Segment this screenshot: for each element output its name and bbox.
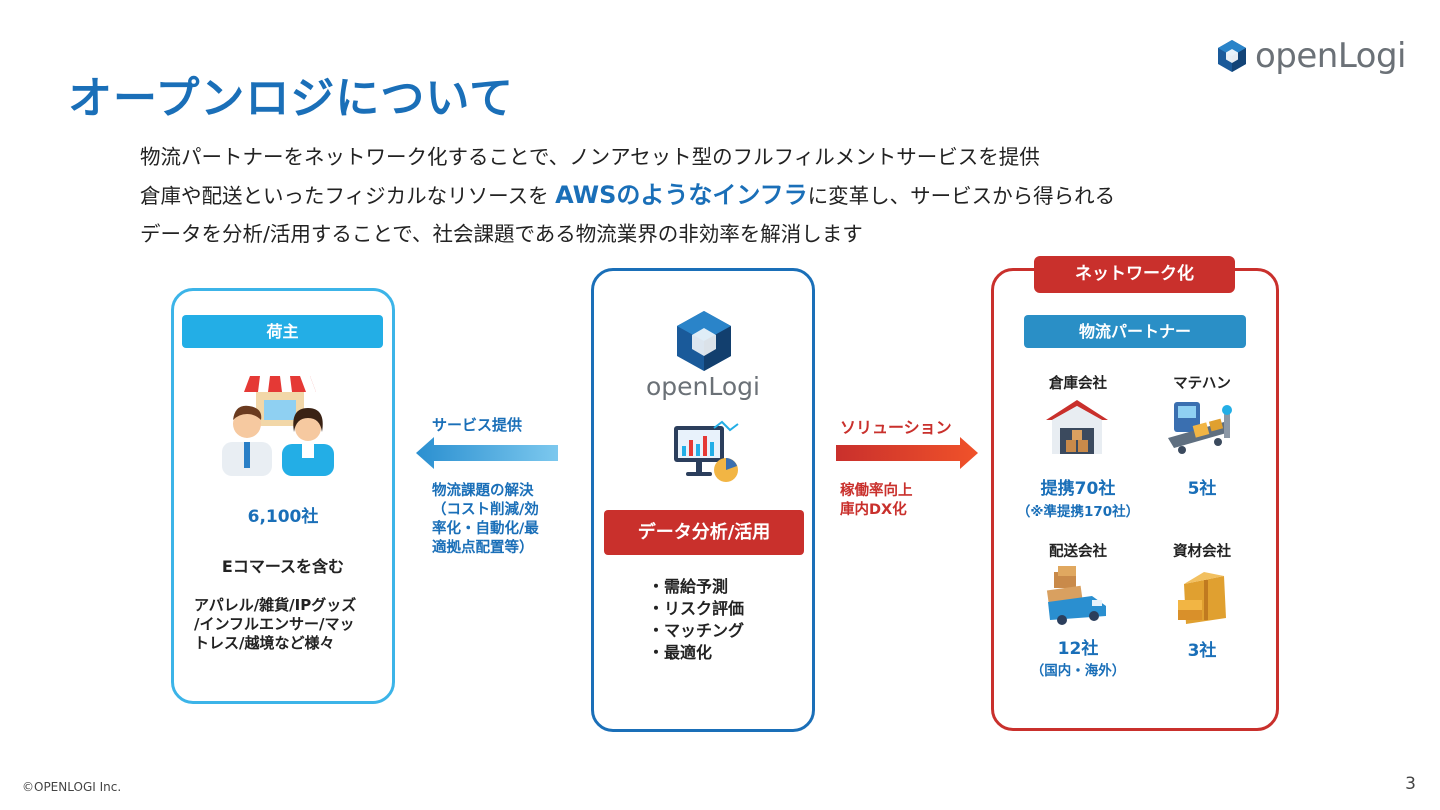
conveyor-robot-icon: [1168, 402, 1232, 454]
openlogi-cube-icon: [677, 311, 731, 371]
warehouse-icon: [1046, 400, 1108, 454]
list-item: ・リスク評価: [648, 599, 745, 618]
warehouse-note: （※準提携170社）: [1016, 504, 1140, 520]
delivery-title: 配送会社: [1049, 544, 1107, 560]
list-item: ・マッチング: [648, 621, 745, 640]
warehouse-value: 提携70社: [1040, 479, 1116, 499]
intro-line-2-pre: 倉庫や配送といったフィジカルなリソースを: [140, 184, 556, 208]
data-analysis-label: データ分析/活用: [604, 510, 804, 555]
delivery-value: 12社: [1057, 639, 1099, 659]
data-use-list: ・需給予測 ・リスク評価 ・マッチング ・最適化: [648, 576, 744, 664]
materials-title: 資材会社: [1173, 544, 1231, 560]
materials-value: 3社: [1187, 641, 1217, 661]
openlogi-logo-text: openLogi: [646, 372, 760, 401]
cube-logo-icon: [1217, 40, 1246, 72]
solution-arrow-description: 稼働率向上 庫内DX化: [840, 482, 913, 520]
left-arrow-icon: [416, 437, 558, 469]
service-arrow-description: 物流課題の解決 （コスト削減/効 率化・自動化/最 適拠点配置等）: [432, 482, 572, 558]
cardboard-box-icon: [1178, 572, 1226, 624]
material-handling-title: マテハン: [1173, 376, 1231, 392]
list-item: ・最適化: [648, 643, 713, 662]
solution-arrow-label: ソリューション: [840, 418, 952, 437]
brand-logo: openLogi: [1217, 36, 1407, 76]
shipper-label: 荷主: [182, 315, 383, 348]
service-desc-line: （コスト削減/効: [432, 502, 539, 518]
intro-highlight: AWSのようなインフラ: [555, 181, 808, 209]
service-desc-line: 適拠点配置等）: [432, 540, 534, 556]
delivery-note: （国内・海外）: [1030, 663, 1126, 679]
logo-text: openLogi: [1254, 36, 1407, 76]
shop-staff-icon: [222, 376, 334, 476]
service-desc-line: 率化・自動化/最: [432, 521, 539, 537]
intro-line-2-post: に変革し、サービスから得られる: [807, 184, 1116, 208]
shipper-desc-line: アパレル/雑貨/IPグッズ: [194, 596, 357, 614]
intro-line-2: 倉庫や配送といったフィジカルなリソースを AWSのようなインフラに変革し、サービ…: [140, 176, 1115, 215]
page-title: オープンロジについて: [68, 73, 515, 124]
delivery-truck-icon: [1046, 566, 1106, 625]
copyright: ©OPENLOGI Inc.: [22, 780, 122, 794]
network-tag: ネットワーク化: [1034, 256, 1235, 293]
list-item: ・需給予測: [648, 577, 729, 596]
warehouse-title: 倉庫会社: [1049, 376, 1107, 392]
analytics-dashboard-icon: [674, 420, 739, 482]
shipper-panel: [171, 288, 395, 704]
intro-line-3: データを分析/活用することで、社会課題である物流業界の非効率を解消します: [140, 222, 863, 246]
partner-label: 物流パートナー: [1024, 315, 1246, 348]
service-arrow-label: サービス提供: [432, 416, 523, 434]
material-handling-value: 5社: [1187, 479, 1217, 499]
shipper-subtitle: Eコマースを含む: [221, 557, 345, 576]
page-number: 3: [1405, 774, 1416, 794]
solution-desc-line: 稼働率向上: [840, 483, 913, 499]
shipper-count: 6,100社: [247, 507, 319, 527]
right-arrow-icon: [836, 437, 978, 469]
shipper-description: アパレル/雑貨/IPグッズ /インフルエンサー/マッ トレス/越境など様々: [194, 596, 389, 653]
shipper-desc-line: トレス/越境など様々: [194, 634, 335, 652]
service-desc-line: 物流課題の解決: [432, 483, 534, 499]
solution-desc-line: 庫内DX化: [840, 502, 907, 518]
intro-line-1: 物流パートナーをネットワーク化することで、ノンアセット型のフルフィルメントサービ…: [140, 145, 1040, 169]
intro-text: 物流パートナーをネットワーク化することで、ノンアセット型のフルフィルメントサービ…: [140, 138, 1115, 253]
shipper-desc-line: /インフルエンサー/マッ: [194, 615, 355, 633]
